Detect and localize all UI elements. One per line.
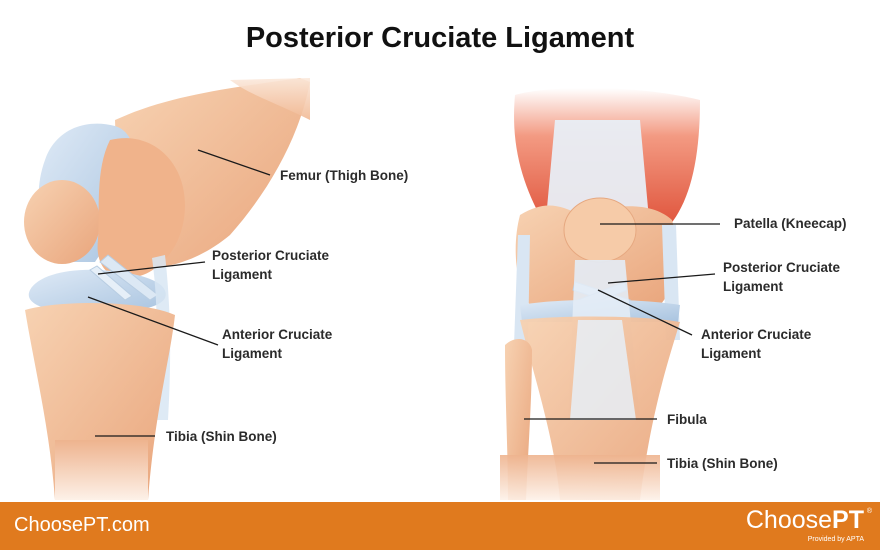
label-left-acl: Anterior Cruciate Ligament [222,325,332,363]
label-femur: Femur (Thigh Bone) [280,168,409,183]
label-left-tibia: Tibia (Shin Bone) [166,429,277,444]
label-left-pcl: Posterior Cruciate Ligament [212,246,329,284]
page-title: Posterior Cruciate Ligament [245,22,635,54]
label-left-acl-line1: Anterior Cruciate [222,327,333,342]
acl-ligament [89,265,133,301]
label-left-acl-line2: Ligament [222,346,283,361]
label-right-pcl-line1: Posterior Cruciate [723,260,841,275]
logo-trademark: ® [866,508,872,515]
footer-bar: ChoosePT.com ChoosePT ® Provided by APTA [0,502,880,550]
knee-illustration [24,78,720,500]
label-right-acl-line2: Ligament [701,346,762,361]
label-patella: Patella (Kneecap) [734,216,847,231]
footer-url-link[interactable]: ChoosePT.com [14,514,150,536]
label-right-acl: Anterior Cruciate Ligament [701,325,811,363]
leader-right-acl [597,289,693,336]
left-knee-drawing [24,78,310,500]
leader-left-acl [87,296,219,346]
logo-bold: PT [832,506,864,534]
right-knee-drawing [500,88,700,500]
label-right-acl-line1: Anterior Cruciate [701,327,812,342]
choosept-logo: ChoosePT ® Provided by APTA [734,506,872,548]
label-right-tibia: Tibia (Shin Bone) [667,456,778,471]
quadriceps-tendon [545,120,650,230]
leader-left-pcl [97,261,206,275]
leader-right-pcl [607,273,716,284]
logo-wordmark: ChoosePT [746,506,864,535]
leader-femur [197,149,271,176]
label-right-pcl-line2: Ligament [723,279,784,294]
logo-provided-by: Provided by APTA [807,536,864,543]
leader-lines [87,149,720,464]
patella-bone [563,197,637,263]
label-left-pcl-line1: Posterior Cruciate [212,248,330,263]
label-left-pcl-line2: Ligament [212,267,273,282]
patella-bone [24,180,100,264]
label-right-pcl: Posterior Cruciate Ligament [723,258,840,296]
patellar-tendon-front [570,320,636,420]
logo-prefix: Choose [745,506,833,534]
label-fibula: Fibula [667,412,707,427]
